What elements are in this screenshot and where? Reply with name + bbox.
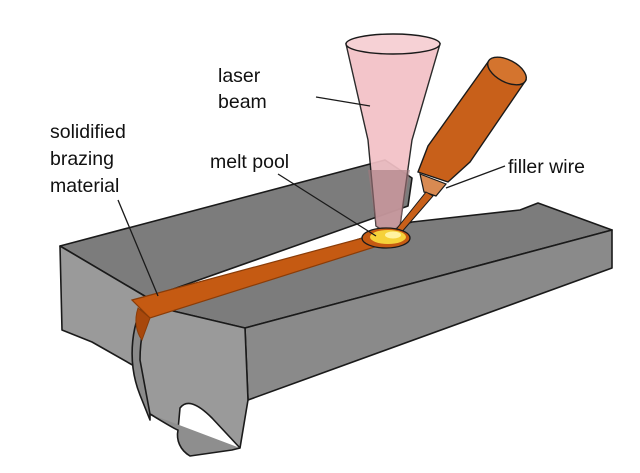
label-laser-line2: beam: [218, 91, 267, 113]
melt-pool: [361, 227, 411, 249]
filler-wire-nozzle: [393, 56, 528, 235]
leader-solidified: [117, 199, 159, 297]
label-filler-wire: filler wire: [508, 156, 585, 178]
leader-laser-beam: [315, 96, 371, 107]
beam-top-ellipse: [345, 33, 441, 55]
leader-melt-pool: [277, 173, 377, 237]
nozzle-tip: [419, 173, 447, 197]
label-solidified-line3: material: [50, 175, 119, 197]
left-block-front: [59, 245, 151, 376]
laser-beam: [345, 33, 441, 235]
right-block-front: [139, 305, 249, 449]
right-block-notch: [149, 413, 241, 457]
nozzle-top-cap: [487, 56, 527, 86]
leader-filler-wire: [445, 165, 506, 189]
label-laser-line1: laser: [218, 65, 261, 87]
label-solidified-line1: solidified: [50, 121, 126, 143]
beam-lower-shadow: [368, 170, 410, 234]
label-solidified-line2: brazing: [50, 148, 114, 170]
melt-pool-highlight: [385, 231, 401, 239]
braze-fillet-front: [135, 307, 151, 342]
right-workpiece: [139, 202, 613, 457]
label-melt-pool: melt pool: [210, 151, 289, 173]
